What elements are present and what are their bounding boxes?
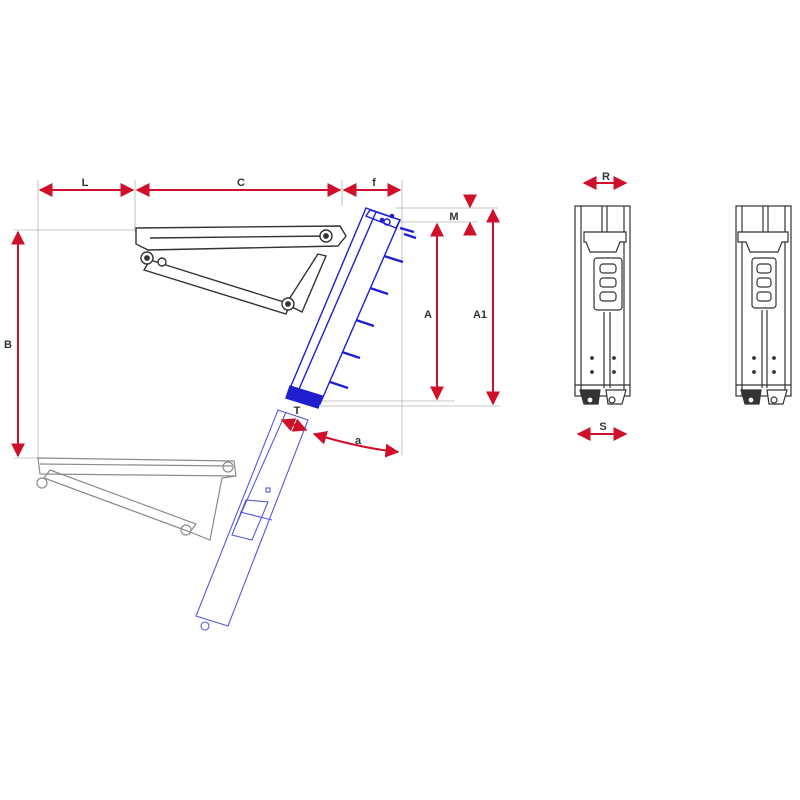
dim-T-line [280, 418, 308, 432]
ladder-lower-section [195, 409, 309, 631]
ladder-upper-section [285, 207, 417, 409]
label-f: f [372, 177, 376, 189]
upper-arm-closed [135, 225, 347, 315]
label-A1: A1 [473, 309, 487, 321]
label-a: a [355, 435, 362, 447]
label-M: M [449, 211, 458, 223]
ladder-rungs [329, 226, 417, 390]
dimension-labels: L C f M A A1 B T a R S [4, 171, 610, 447]
guide-lines [14, 180, 500, 460]
label-L: L [82, 177, 89, 189]
lower-arm-extended [36, 457, 237, 541]
label-A: A [424, 309, 432, 321]
label-S: S [599, 421, 606, 433]
label-B: B [4, 339, 12, 351]
label-C: C [237, 177, 245, 189]
dim-a-arc [312, 430, 400, 458]
front-view-right [735, 205, 792, 405]
front-view-left [574, 205, 631, 405]
dimension-lines [11, 176, 628, 458]
label-R: R [602, 171, 610, 183]
label-T: T [294, 405, 301, 417]
